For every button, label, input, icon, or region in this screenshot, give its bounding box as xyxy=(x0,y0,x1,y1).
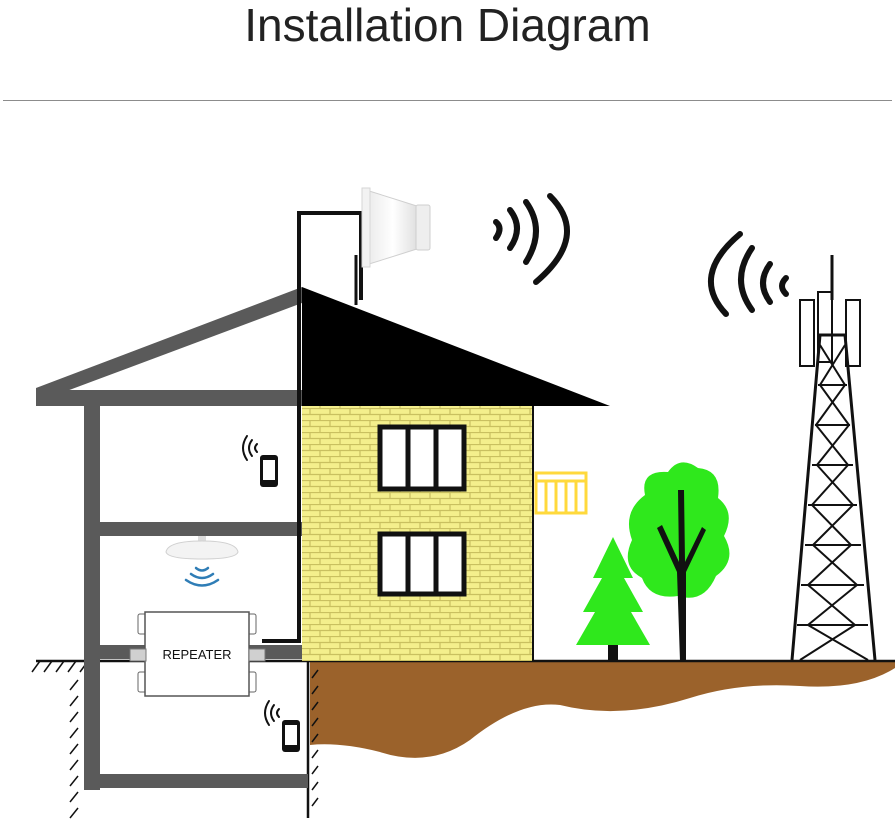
balcony xyxy=(534,471,588,515)
repeater-icon: REPEATER xyxy=(129,611,266,697)
floor-2 xyxy=(84,522,302,536)
signal-wave-icon xyxy=(493,193,570,285)
brick-house xyxy=(302,287,610,661)
black-roof xyxy=(302,287,610,406)
repeater-label: REPEATER xyxy=(162,647,231,662)
basement-floor xyxy=(84,774,308,788)
oak-tree-icon xyxy=(627,462,730,661)
indoor-ceiling-antenna-icon xyxy=(165,536,239,587)
page-title: Installation Diagram xyxy=(244,0,651,51)
mobile-phone-icon xyxy=(242,435,278,487)
left-wall xyxy=(84,406,100,790)
grey-house-section xyxy=(36,287,310,790)
soil xyxy=(310,661,895,758)
outdoor-antenna-icon xyxy=(361,187,431,268)
coax-cable xyxy=(262,211,363,643)
window-upper xyxy=(377,424,467,492)
title-divider xyxy=(3,100,892,101)
grey-eave xyxy=(36,390,302,406)
cell-tower-icon xyxy=(790,255,877,661)
tower-signal-wave-icon xyxy=(708,231,789,317)
grey-roof xyxy=(36,287,302,398)
pine-tree-icon xyxy=(576,537,650,661)
window-lower xyxy=(377,531,467,597)
mobile-phone-icon-basement xyxy=(264,700,300,752)
